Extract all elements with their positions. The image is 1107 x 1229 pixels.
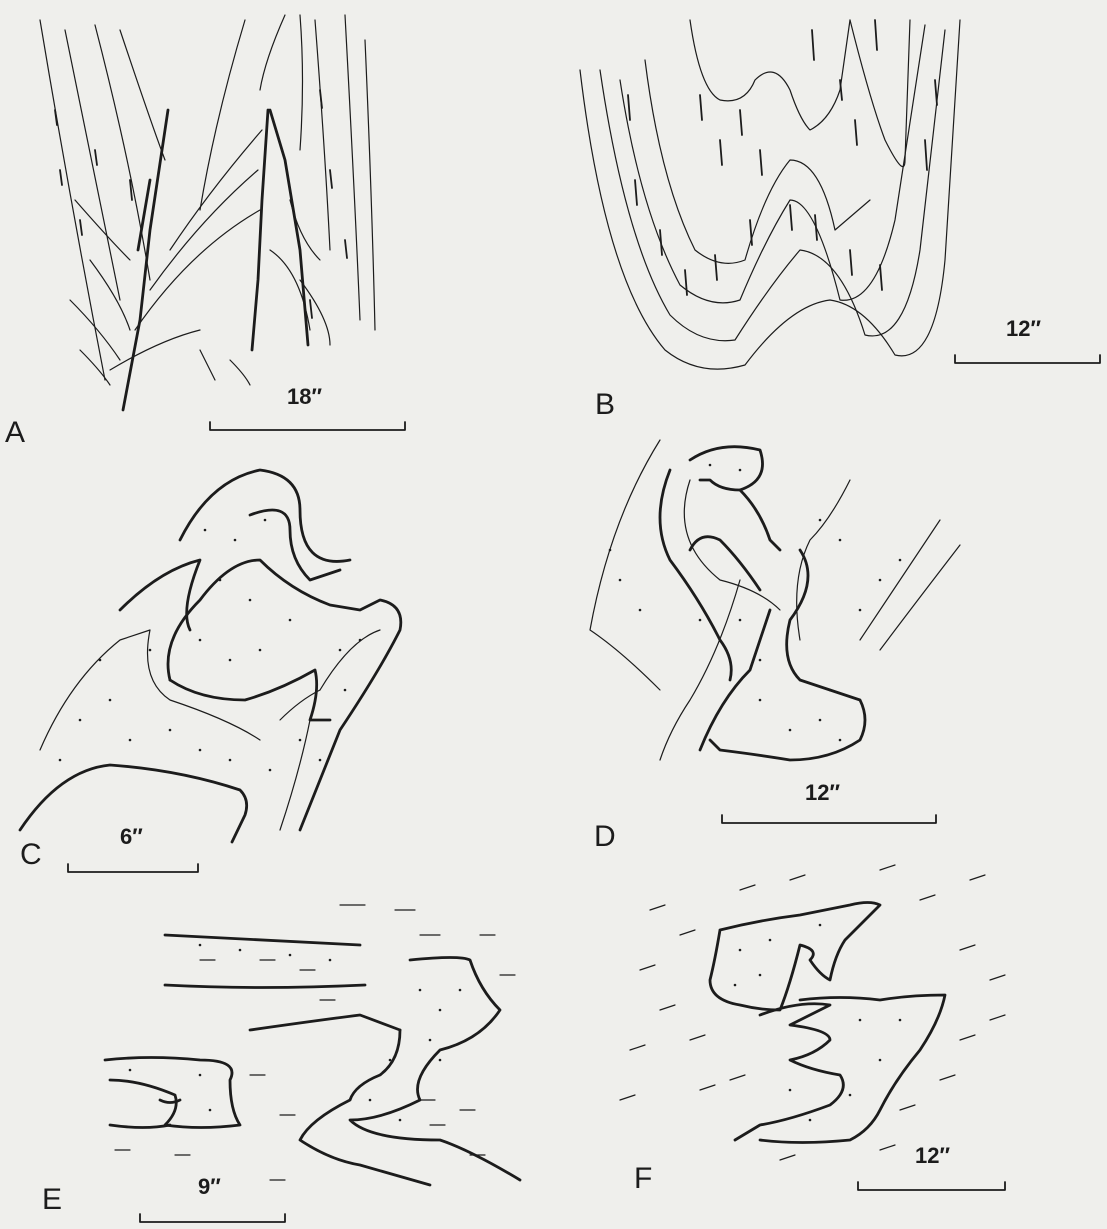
panel-d-scale-label: 12″ (805, 782, 840, 804)
panel-b-letter: B (595, 390, 615, 420)
panel-c-scale-label: 6″ (120, 826, 143, 848)
panel-e-scale-bar (140, 1214, 285, 1222)
panel-f-scale-bar (858, 1182, 1005, 1190)
panel-c-scale-bar (68, 864, 198, 872)
panel-a-sketch (40, 15, 375, 410)
panel-f-scale-label: 12″ (915, 1145, 950, 1167)
panel-d-sketch (590, 440, 960, 760)
panel-a-scale-bar (210, 422, 405, 430)
panel-b-scale-label: 12″ (1006, 318, 1041, 340)
panel-f-letter: F (634, 1164, 652, 1194)
panel-c-sketch (20, 470, 401, 842)
panel-f-stipple (734, 924, 902, 1122)
panel-e-letter: E (42, 1185, 62, 1215)
panel-a-letter: A (5, 418, 25, 448)
panel-c-letter: C (20, 840, 42, 870)
panel-f-sketch (620, 865, 1005, 1160)
panel-e-sketch (105, 905, 520, 1185)
panel-a-scale-label: 18″ (287, 386, 322, 408)
panel-d-scale-bar (722, 815, 936, 823)
panel-d-letter: D (594, 822, 616, 852)
panel-e-stipple (129, 944, 462, 1122)
panel-e-scale-label: 9″ (198, 1176, 221, 1198)
panel-b-sketch (580, 20, 960, 369)
panel-b-scale-bar (955, 355, 1100, 363)
